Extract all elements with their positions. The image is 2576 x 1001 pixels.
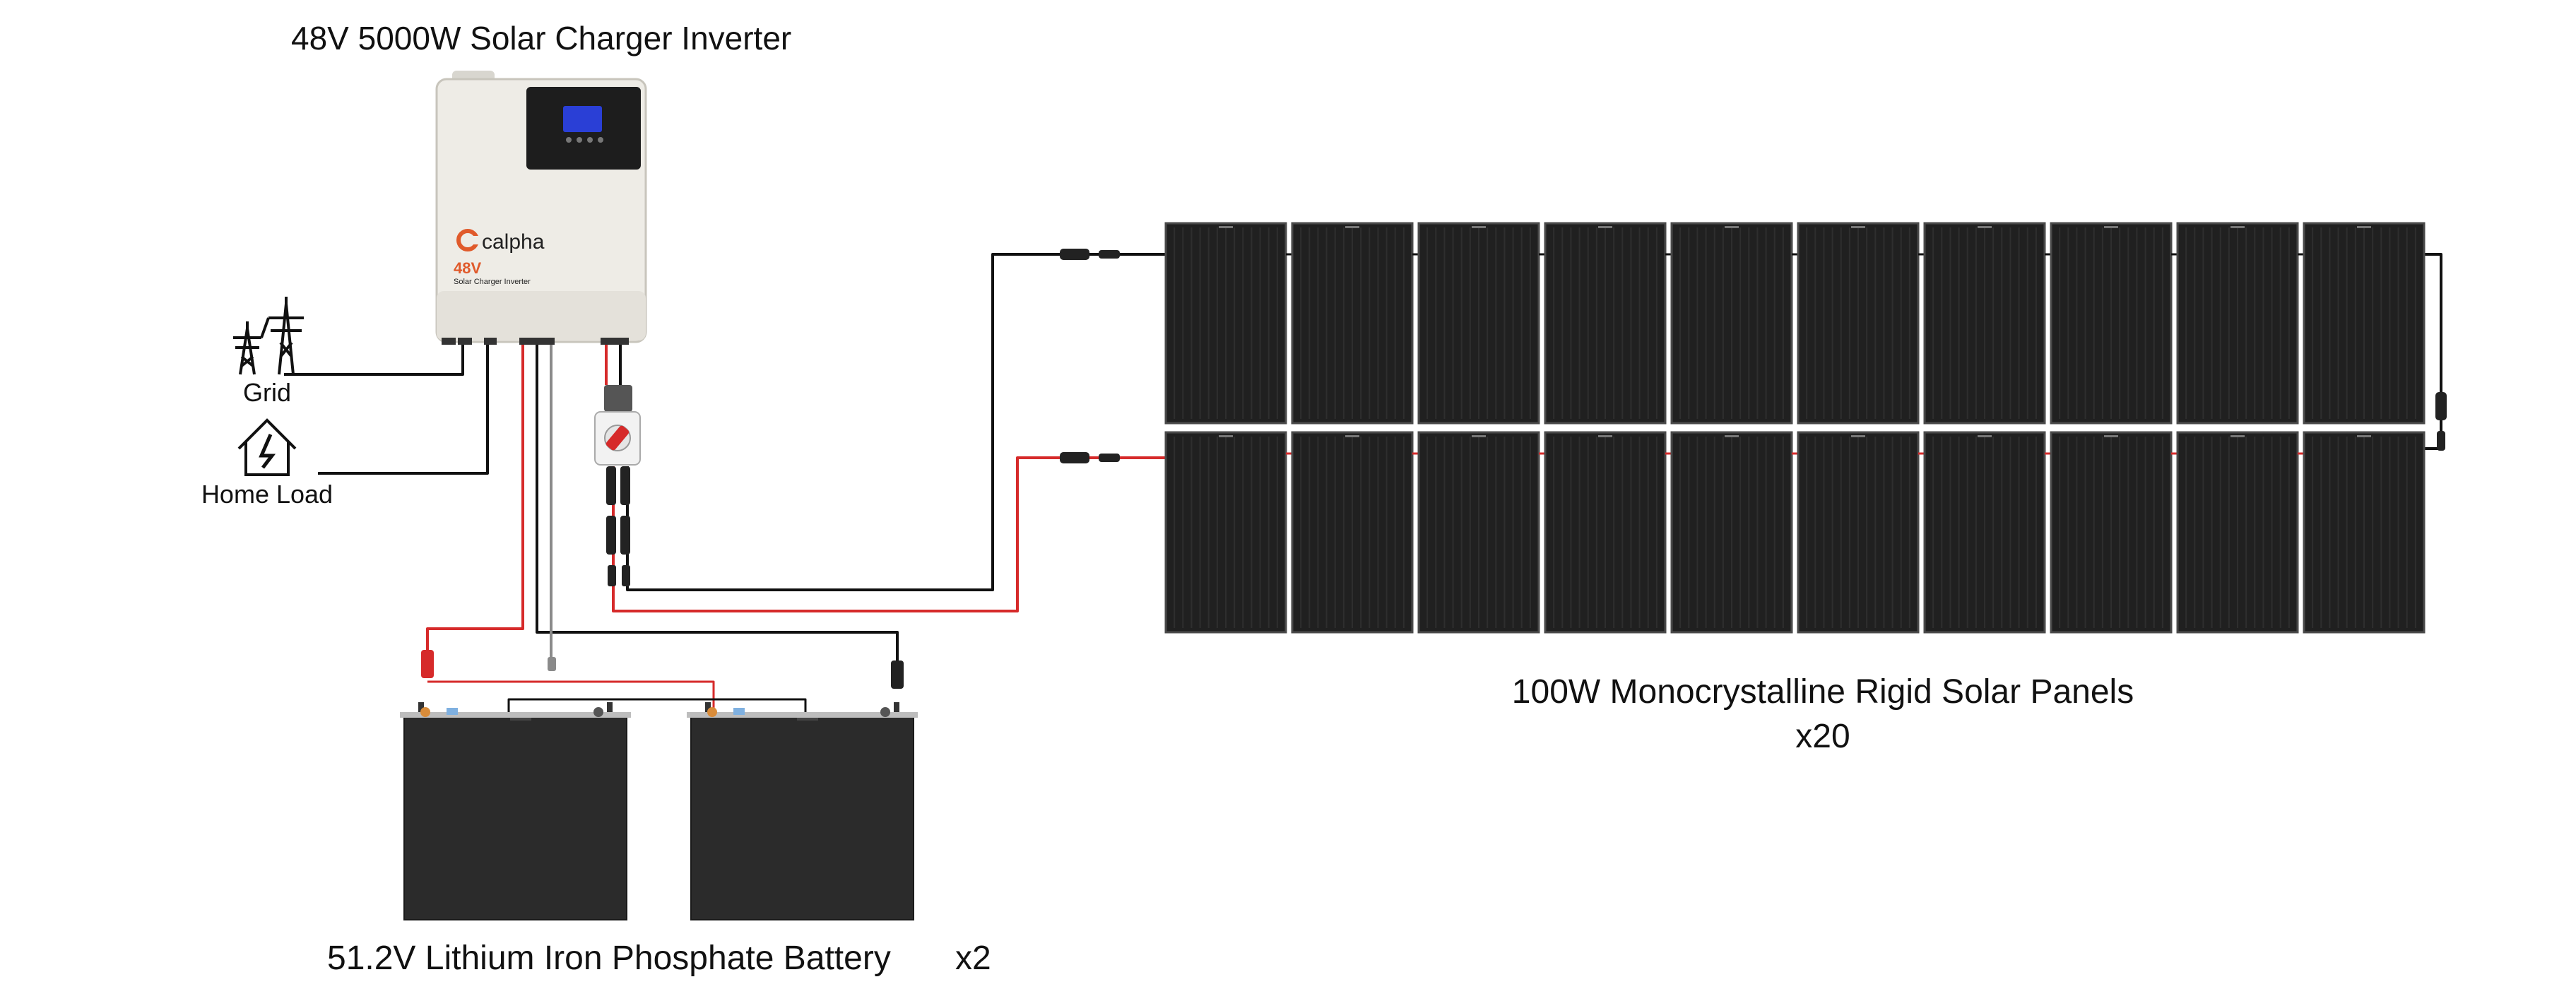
solar-panel [2050, 431, 2173, 634]
solar-panel-array [1164, 222, 2426, 634]
calpha-logo-icon [456, 229, 479, 251]
battery-negative-wire [536, 338, 899, 664]
solar-panel [1164, 222, 1287, 425]
solar-panel [2303, 431, 2426, 634]
grid-label: Grid [243, 378, 291, 407]
battery-negative-terminal [880, 707, 890, 717]
battery-positive-terminal [707, 707, 717, 717]
battery-label: 51.2V Lithium Iron Phosphate Battery [327, 940, 891, 977]
battery-quantity: x2 [955, 940, 991, 977]
battery-link-black [507, 698, 807, 713]
solar-panel [2176, 222, 2299, 425]
solar-panel [1797, 431, 1920, 634]
solar-panel [1923, 222, 2046, 425]
inverter-title: 48V 5000W Solar Charger Inverter [291, 20, 791, 57]
wiring [284, 253, 2442, 713]
inverter-unit: calpha 48V Solar Charger Inverter [435, 71, 647, 345]
solar-panel [1417, 431, 1540, 634]
battery-bank [400, 702, 918, 920]
solar-panel [1291, 222, 1414, 425]
grid-wire [284, 338, 464, 376]
inverter-brand: calpha [482, 230, 545, 254]
solar-panel [1670, 431, 1793, 634]
dc-isolator-switch-icon [594, 385, 641, 586]
inverter-voltage-badge: 48V [454, 259, 481, 277]
battery-positive-wire [426, 338, 524, 661]
panels-label: 100W Monocrystalline Rigid Solar Panels [1512, 673, 2134, 711]
battery-link-red [427, 680, 715, 713]
solar-panel [1417, 222, 1540, 425]
solar-panel [1164, 431, 1287, 634]
solar-panel [1923, 431, 2046, 634]
solar-panel [1544, 431, 1667, 634]
row-link-wire [2423, 253, 2442, 450]
isolator-positive-out [612, 456, 1123, 612]
solar-panel [2176, 431, 2299, 634]
panels-quantity: x20 [1795, 718, 1850, 755]
solar-panel [2050, 222, 2173, 425]
solar-panel [1797, 222, 1920, 425]
home-load-wire [318, 338, 489, 475]
solar-panel [2303, 222, 2426, 425]
battery-unit [400, 702, 631, 920]
battery-unit [687, 702, 918, 920]
solar-panel [1291, 431, 1414, 634]
isolator-negative-out [626, 253, 1123, 591]
battery-negative-terminal [593, 707, 603, 717]
inverter-subtitle: Solar Charger Inverter [454, 278, 531, 286]
inverter-screen [563, 106, 602, 132]
battery-positive-terminal [420, 707, 430, 717]
mc4-connectors [1060, 249, 2447, 463]
solar-panel [1544, 222, 1667, 425]
house-lightning-icon [237, 418, 297, 476]
home-load-label: Home Load [201, 480, 333, 509]
battery-lead-connectors [421, 650, 904, 689]
solar-panel [1670, 222, 1793, 425]
power-tower-icon [233, 297, 304, 375]
